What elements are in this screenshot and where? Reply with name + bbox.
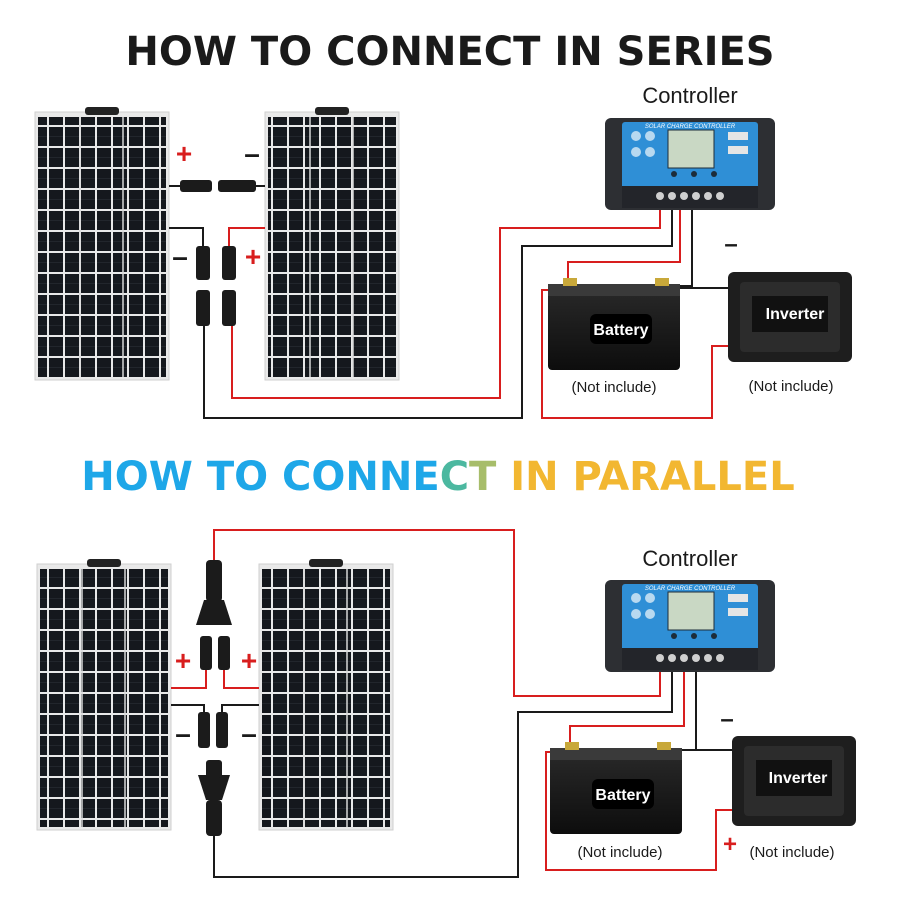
parallel-inverter	[732, 736, 856, 826]
parallel-left-minus-sign: –	[175, 718, 191, 749]
parallel-right-minus-sign: –	[241, 718, 257, 749]
series-middle-plus-sign: +	[245, 241, 261, 272]
parallel-battery-note: (Not include)	[577, 844, 662, 861]
series-battery-note: (Not include)	[571, 379, 656, 396]
parallel-left-plus-sign: +	[175, 645, 191, 676]
series-solar-panel-left	[34, 107, 170, 381]
parallel-inverter-note: (Not include)	[749, 844, 834, 861]
series-wires	[203, 206, 728, 419]
series-charge-controller	[605, 118, 775, 210]
parallel-battery-label: Battery	[595, 787, 650, 804]
series-middle-minus-sign: –	[172, 241, 188, 272]
parallel-controller-screen-text: SOLAR CHARGE CONTROLLER	[645, 586, 736, 592]
parallel-controller-label: Controller	[642, 546, 737, 571]
parallel-inverter-plus-sign: +	[723, 831, 737, 858]
series-controller-screen-text: SOLAR CHARGE CONTROLLER	[645, 124, 736, 130]
series-top-minus-sign: –	[244, 138, 260, 169]
series-solar-panel-right	[264, 107, 400, 381]
parallel-branch-connectors	[196, 560, 232, 836]
parallel-wires	[171, 529, 732, 878]
parallel-solar-panel-right	[258, 559, 394, 831]
parallel-title: HOW TO CONNECT IN PARALLEL	[81, 454, 794, 500]
series-inverter	[728, 272, 852, 362]
parallel-right-plus-sign: +	[241, 645, 257, 676]
parallel-inverter-minus-sign: –	[720, 706, 733, 733]
parallel-title-part-teal: C	[440, 454, 469, 500]
parallel-title-part-green: T	[469, 454, 497, 500]
parallel-battery	[550, 742, 682, 834]
series-title: HOW TO CONNECT IN SERIES	[125, 29, 774, 75]
parallel-solar-panel-left	[36, 559, 172, 831]
series-inverter-note: (Not include)	[748, 378, 833, 395]
series-battery	[548, 278, 680, 370]
series-controller-label: Controller	[642, 83, 737, 108]
series-inverter-label: Inverter	[766, 306, 825, 323]
series-top-connectors	[169, 180, 265, 192]
series-inverter-minus-sign: –	[724, 231, 737, 258]
parallel-title-part-yellow: IN PARALLEL	[496, 454, 794, 500]
parallel-inverter-label: Inverter	[769, 770, 828, 787]
series-top-plus-sign: +	[176, 138, 192, 169]
series-battery-label: Battery	[593, 322, 648, 339]
parallel-charge-controller	[605, 580, 775, 672]
parallel-title-part-blue: HOW TO CONNE	[81, 454, 439, 500]
series-middle-connectors	[169, 227, 265, 326]
